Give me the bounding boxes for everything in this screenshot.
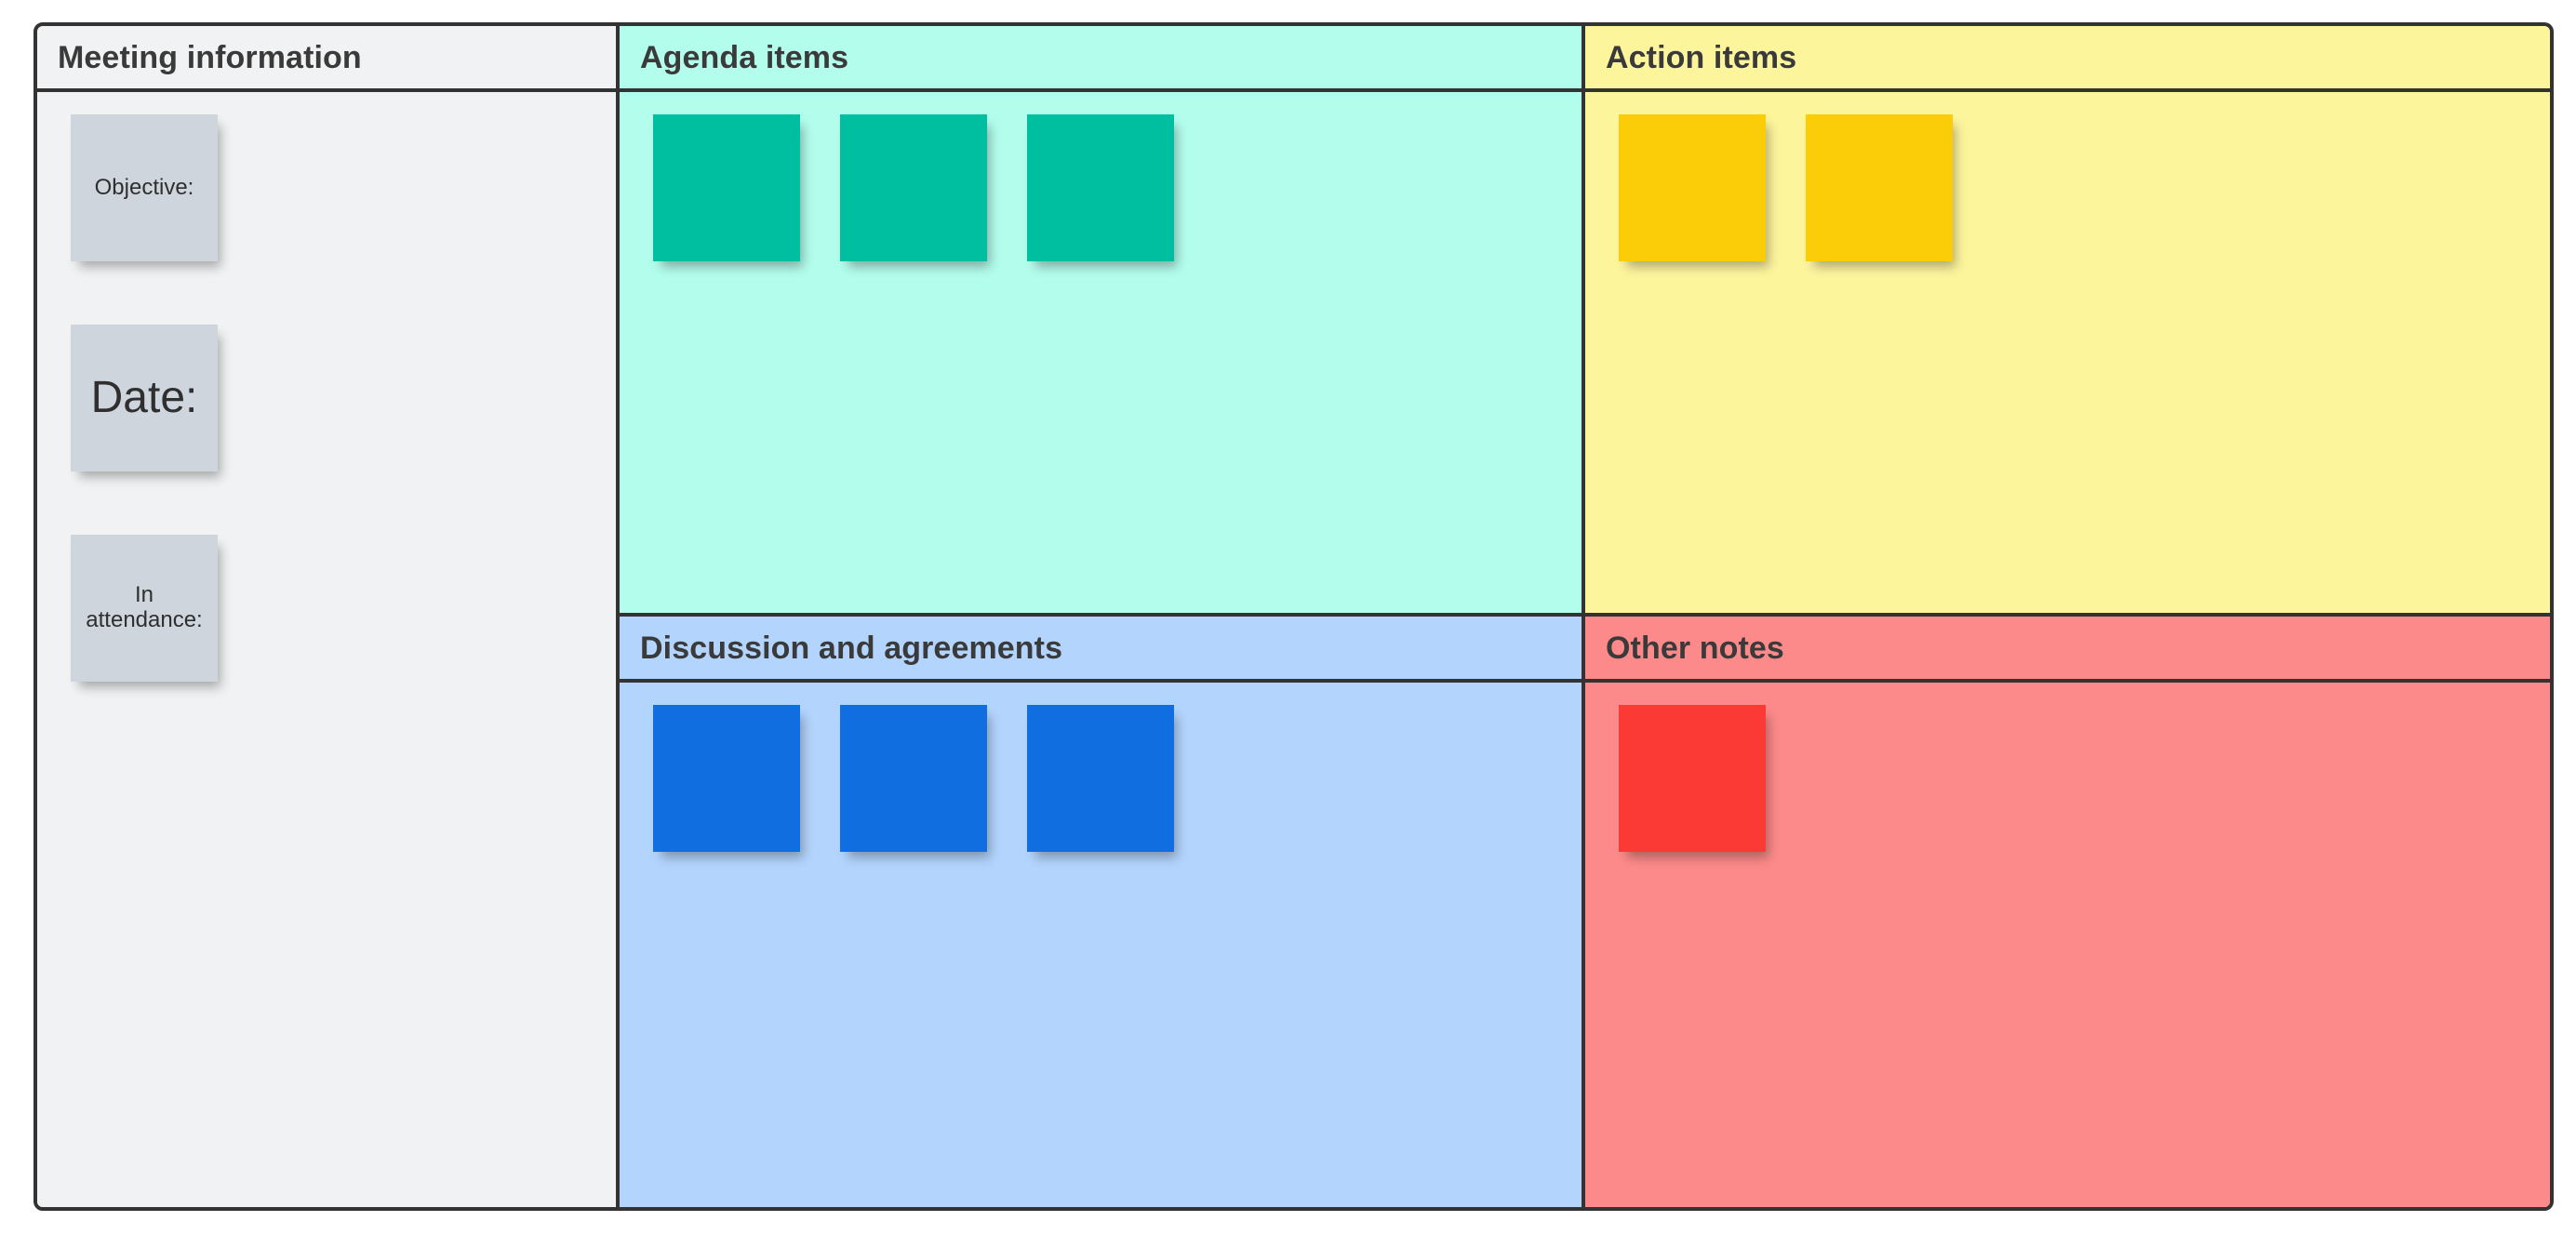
sticky-note-discussion-3[interactable] xyxy=(1027,705,1174,852)
sticky-note-text: Objective: xyxy=(94,174,194,200)
sticky-note-agenda-2[interactable] xyxy=(840,114,987,261)
sticky-note-discussion-1[interactable] xyxy=(653,705,800,852)
sticky-note-action-1[interactable] xyxy=(1619,114,1766,261)
sticky-note-other-1[interactable] xyxy=(1619,705,1766,852)
sticky-note-date[interactable]: Date: xyxy=(71,325,218,471)
sticky-note-row-other-notes xyxy=(1619,705,2550,852)
meeting-notes-board: Meeting information Objective: Date: In … xyxy=(33,22,2554,1211)
panel-agenda-items[interactable]: Agenda items xyxy=(620,22,1585,617)
board-column-right: Action items Other notes xyxy=(1585,22,2554,1211)
panel-body-action-items[interactable] xyxy=(1585,92,2550,613)
sticky-note-text: Date: xyxy=(90,373,198,423)
sticky-note-in-attendance[interactable]: In attendance: xyxy=(71,535,218,682)
sticky-note-stack-meeting-information: Objective: Date: In attendance: xyxy=(71,114,616,682)
sticky-note-action-2[interactable] xyxy=(1806,114,1953,261)
panel-body-agenda-items[interactable] xyxy=(620,92,1582,613)
panel-title-action-items: Action items xyxy=(1606,39,1797,75)
panel-header-other-notes: Other notes xyxy=(1585,617,2550,683)
note-spacer xyxy=(71,471,616,535)
sticky-note-objective[interactable]: Objective: xyxy=(71,114,218,261)
panel-title-meeting-information: Meeting information xyxy=(58,39,362,75)
panel-body-meeting-information[interactable]: Objective: Date: In attendance: xyxy=(37,92,616,1207)
panel-header-meeting-information: Meeting information xyxy=(37,26,616,92)
panel-title-agenda-items: Agenda items xyxy=(640,39,849,75)
sticky-note-discussion-2[interactable] xyxy=(840,705,987,852)
sticky-note-text: In attendance: xyxy=(86,582,203,632)
sticky-note-agenda-3[interactable] xyxy=(1027,114,1174,261)
panel-header-discussion-and-agreements: Discussion and agreements xyxy=(620,617,1582,683)
panel-body-other-notes[interactable] xyxy=(1585,683,2550,1207)
panel-discussion-and-agreements[interactable]: Discussion and agreements xyxy=(620,617,1585,1211)
panel-header-agenda-items: Agenda items xyxy=(620,26,1582,92)
panel-meeting-information[interactable]: Meeting information Objective: Date: In … xyxy=(33,22,620,1211)
board-column-middle: Agenda items Discussion and ag xyxy=(620,22,1585,1211)
sticky-note-agenda-1[interactable] xyxy=(653,114,800,261)
board-column-left: Meeting information Objective: Date: In … xyxy=(33,22,620,1211)
note-spacer xyxy=(71,261,616,325)
panel-header-action-items: Action items xyxy=(1585,26,2550,92)
sticky-note-row-agenda-items xyxy=(653,114,1582,261)
sticky-note-row-discussion xyxy=(653,705,1582,852)
sticky-note-row-action-items xyxy=(1619,114,2550,261)
panel-title-other-notes: Other notes xyxy=(1606,630,1784,666)
panel-action-items[interactable]: Action items xyxy=(1585,22,2554,617)
panel-other-notes[interactable]: Other notes xyxy=(1585,617,2554,1211)
panel-body-discussion-and-agreements[interactable] xyxy=(620,683,1582,1207)
panel-title-discussion-and-agreements: Discussion and agreements xyxy=(640,630,1063,666)
